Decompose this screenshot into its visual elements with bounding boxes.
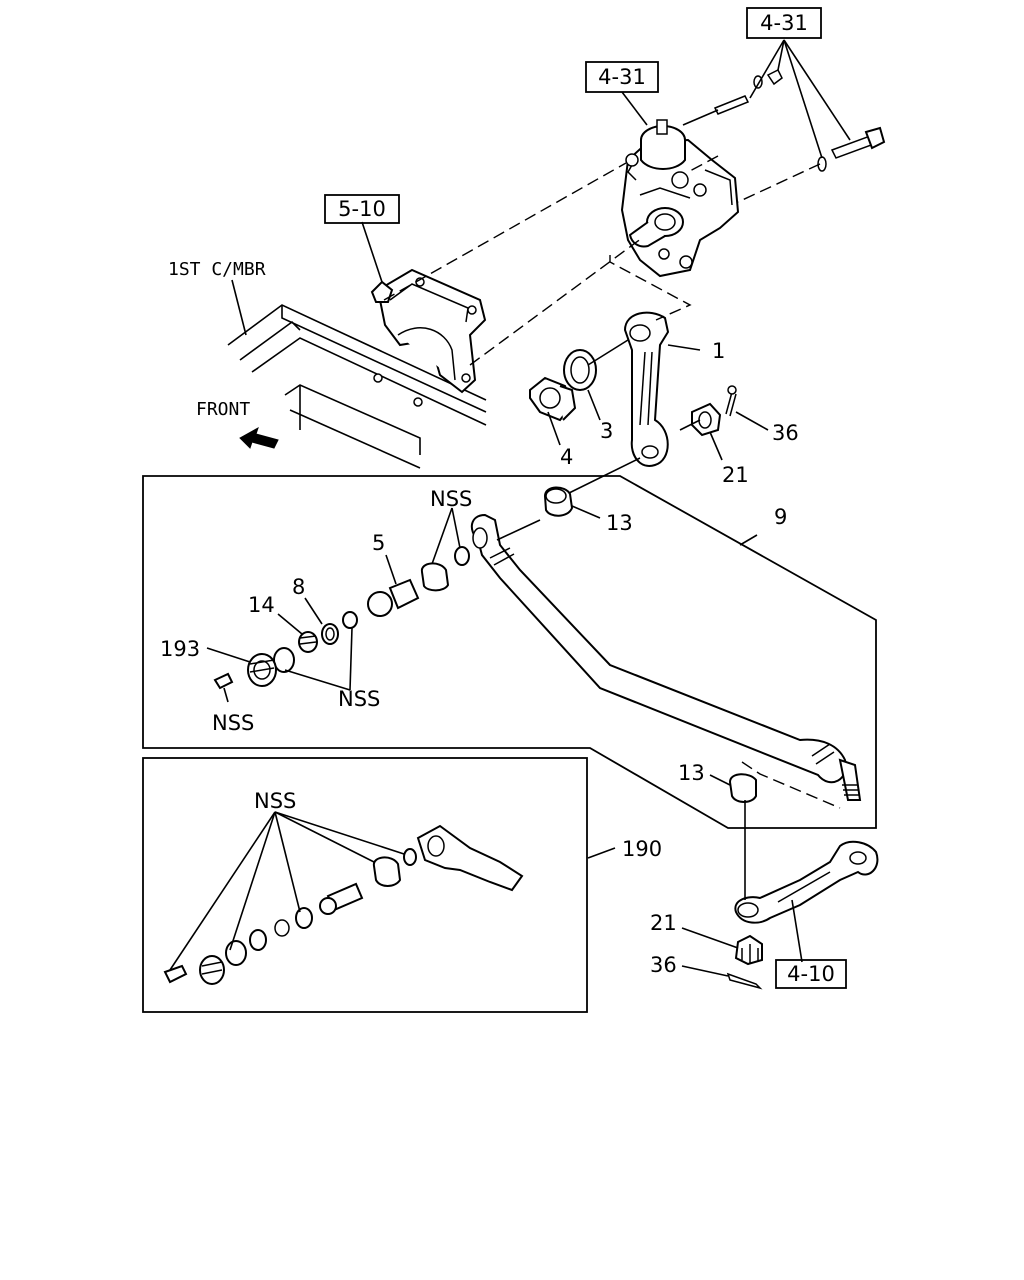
dust-seal-lower (728, 773, 757, 803)
leader-lines (169, 39, 851, 977)
assembly-guide-lines-bottom (741, 761, 841, 900)
label-nss-upper: NSS (430, 487, 472, 511)
label-part-1: 1 (712, 339, 725, 363)
label-part-36-lower: 36 (650, 953, 677, 977)
label-part-13-upper: 13 (606, 511, 633, 535)
label-nss-kit: NSS (254, 789, 296, 813)
retainer-ring-8 (321, 623, 339, 645)
repair-kit-outline (142, 757, 588, 1013)
ref-label: 4-10 (787, 962, 835, 986)
label-front: FRONT (196, 399, 250, 420)
spring-seat (454, 546, 470, 566)
seat-cup (420, 562, 450, 592)
castle-nut-lower (734, 934, 763, 966)
label-frame-member: 1ST C/MBR (168, 259, 266, 280)
part-labels: 1ST C/MBR FRONT 1 3 4 36 21 9 13 NSS 5 8… (160, 259, 799, 977)
label-part-4: 4 (560, 445, 573, 469)
grease-fitting (213, 672, 234, 690)
end-plug-193 (247, 653, 277, 687)
dust-seal-upper (543, 486, 574, 517)
ref-label: 4-31 (760, 11, 808, 35)
ball-stud (367, 578, 420, 617)
ref-box-4-31-top[interactable]: 4-31 (746, 7, 822, 39)
label-part-36-upper: 36 (772, 421, 799, 445)
dragline-ball-axis (496, 519, 541, 541)
label-part-5: 5 (372, 531, 385, 555)
ref-label: 4-31 (598, 65, 646, 89)
label-part-21-lower: 21 (650, 911, 677, 935)
ref-box-5-10[interactable]: 5-10 (324, 194, 400, 224)
castle-nut-upper (691, 402, 722, 437)
idler-arm (734, 840, 879, 924)
label-nss-bottom: NSS (212, 711, 254, 735)
label-nss-mid: NSS (338, 687, 380, 711)
ref-box-4-31-gear[interactable]: 4-31 (585, 61, 659, 93)
label-part-190: 190 (622, 837, 662, 861)
seal-ring-nss (342, 611, 358, 629)
label-part-13-lower: 13 (678, 761, 705, 785)
steering-gear-box (620, 119, 740, 278)
label-part-3: 3 (600, 419, 613, 443)
label-part-193: 193 (160, 637, 200, 661)
crossmember-frame (227, 304, 487, 469)
drag-link-rod (470, 513, 862, 801)
ref-label: 5-10 (338, 197, 386, 221)
label-part-9: 9 (774, 505, 787, 529)
pitman-arm (623, 311, 670, 467)
pitman-arm-nut (529, 376, 577, 422)
cotter-pin-upper (725, 385, 737, 417)
repair-kit-parts (163, 824, 524, 985)
lock-washer (563, 349, 597, 391)
front-arrow-icon (239, 426, 279, 449)
ref-box-4-10[interactable]: 4-10 (775, 959, 847, 989)
o-ring (273, 647, 295, 673)
cotter-pin-lower (726, 972, 763, 990)
label-part-14: 14 (248, 593, 275, 617)
label-part-8: 8 (292, 575, 305, 599)
steering-gear-bracket (370, 268, 487, 394)
spring-14 (298, 631, 318, 653)
mounting-bolts (713, 68, 886, 172)
label-part-21-upper: 21 (722, 463, 749, 487)
drag-link-group-outline (142, 475, 877, 829)
